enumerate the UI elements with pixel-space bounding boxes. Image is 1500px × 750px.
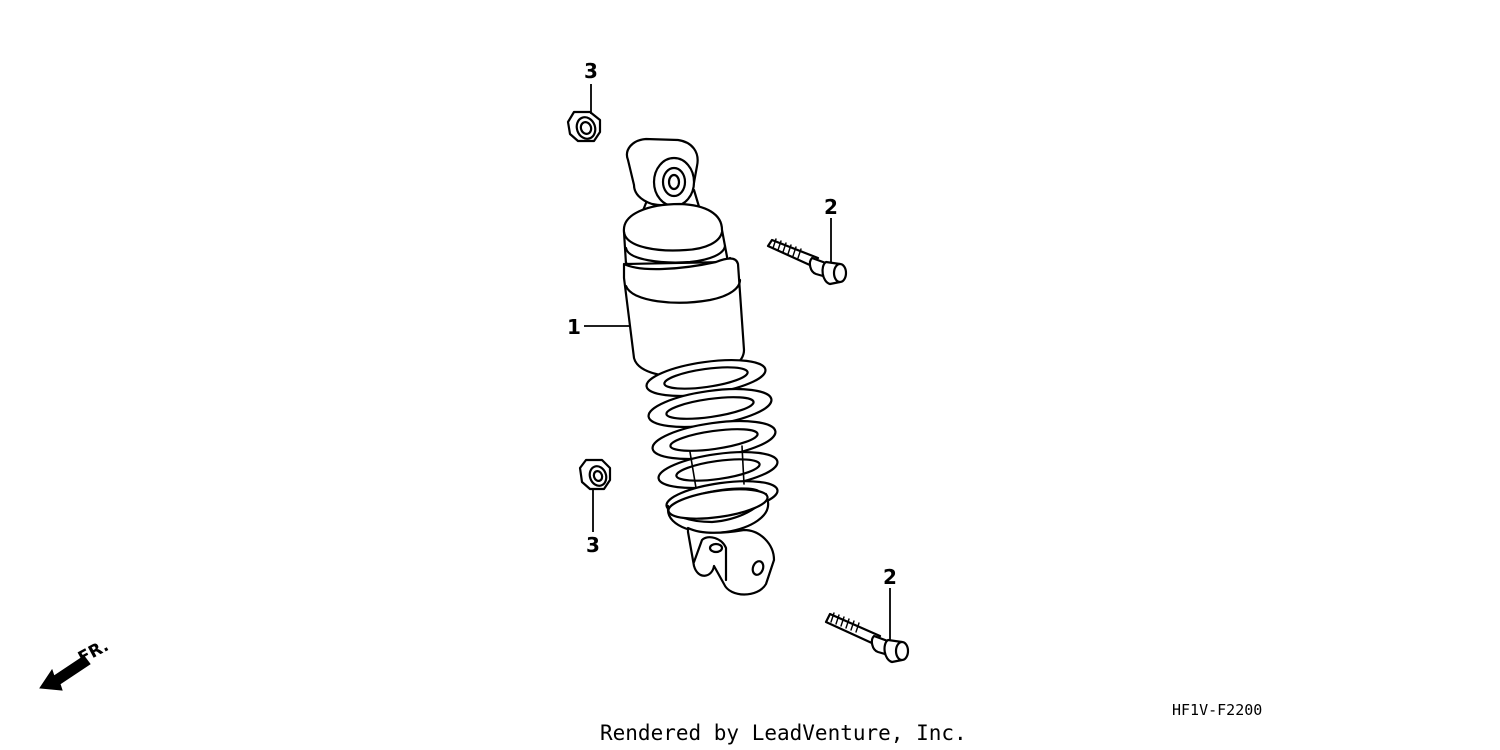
callout-3-lower: 3 [586, 533, 600, 557]
credit-text: Rendered by LeadVenture, Inc. [600, 721, 967, 745]
flange-nut-lower[interactable] [578, 458, 612, 491]
shock-lower-clevis [686, 526, 776, 596]
arrow-icon [39, 655, 91, 691]
flange-nut-upper[interactable] [566, 110, 602, 143]
callout-2-upper: 2 [824, 195, 838, 219]
shock-lower-seat [666, 488, 770, 534]
shock-upper-cap [622, 202, 732, 280]
flange-bolt-upper[interactable] [766, 238, 848, 286]
callout-2-lower: 2 [883, 565, 897, 589]
callout-1: 1 [567, 315, 581, 339]
flange-bolt-lower[interactable] [824, 612, 910, 664]
diagram-code: HF1V-F2200 [1172, 701, 1262, 719]
callout-3-upper: 3 [584, 59, 598, 83]
front-direction-arrow: FR. [39, 636, 112, 691]
shock-absorber[interactable] [622, 137, 780, 596]
